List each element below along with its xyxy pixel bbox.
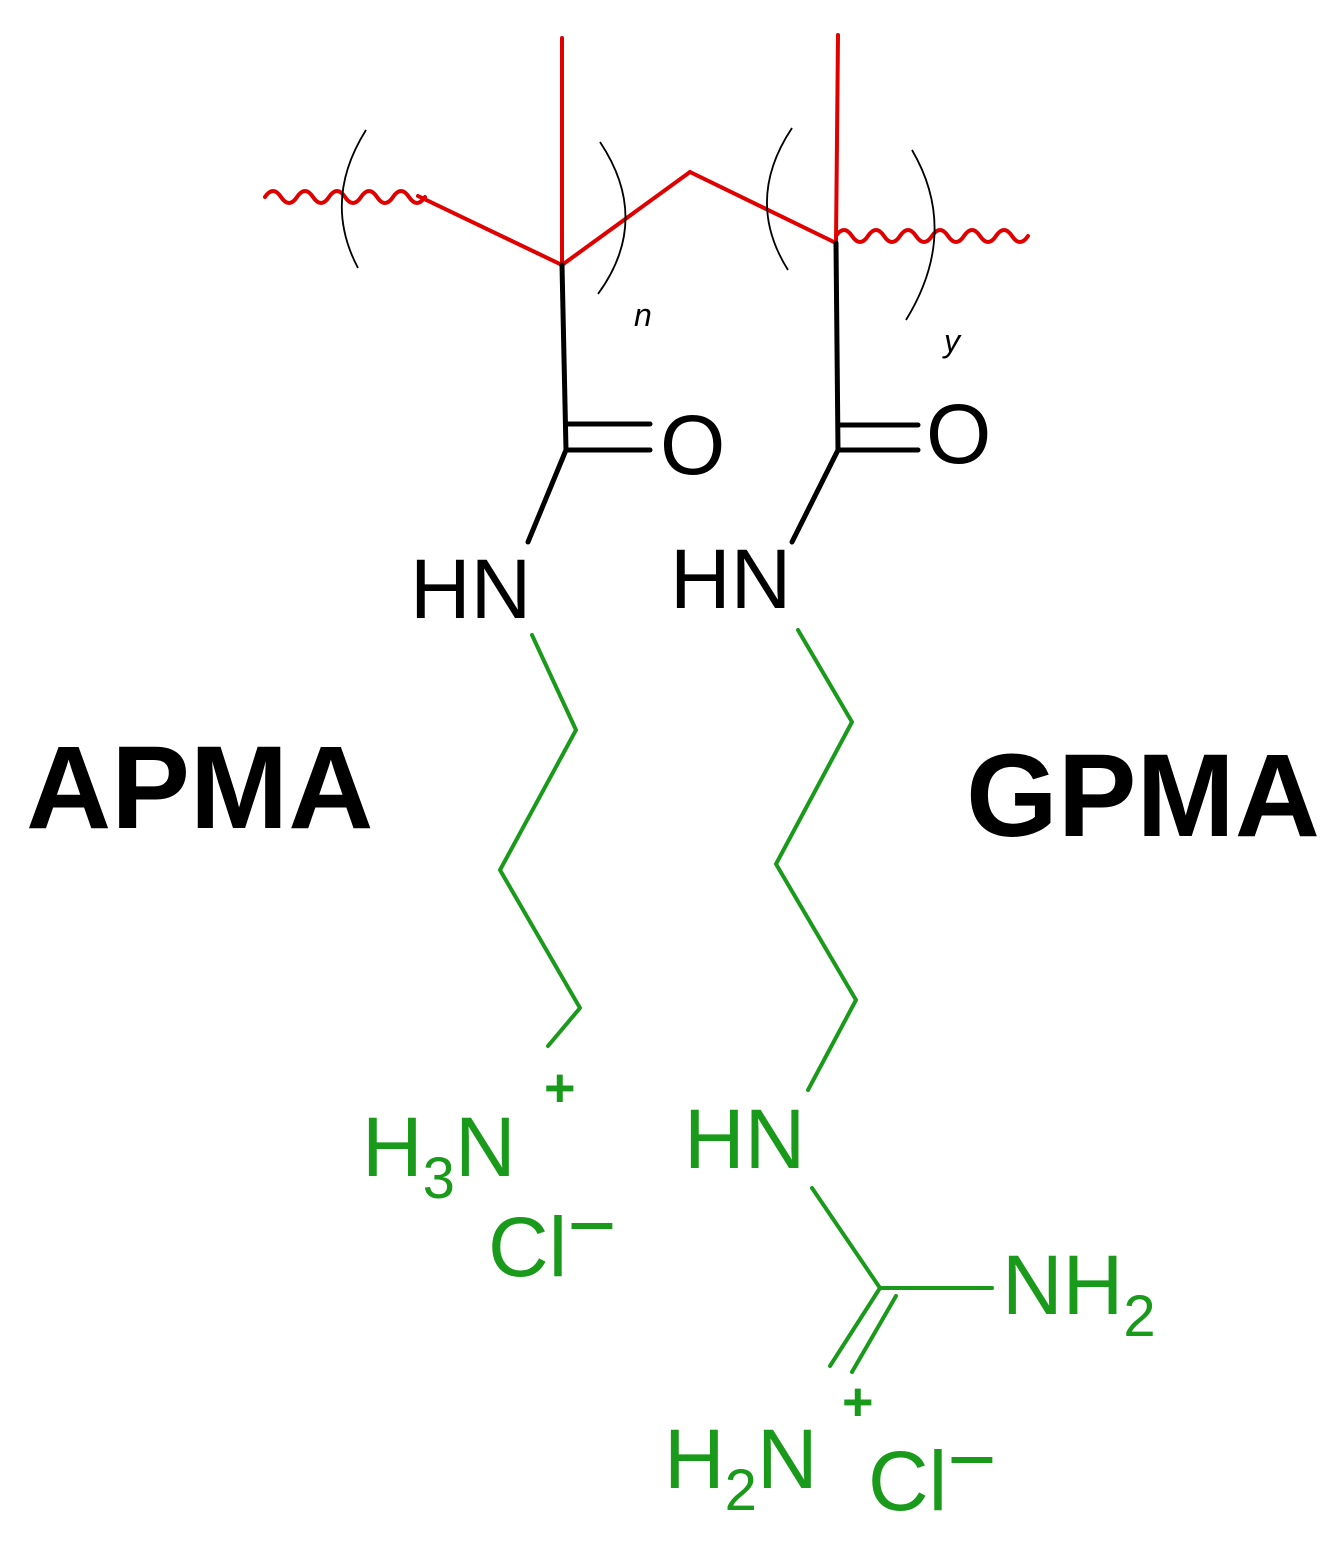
- apma-carbonyl-oxygen: O: [660, 398, 725, 492]
- wavy-bond-left: [263, 189, 427, 205]
- gpma-iminium-n: N: [757, 1412, 818, 1506]
- gpma-carbonyl-oxygen: O: [926, 387, 991, 481]
- gpma-positive-charge: +: [842, 1372, 874, 1432]
- subscript-n: n: [634, 297, 652, 333]
- apma-amide-nh: HN: [410, 542, 531, 636]
- backbone: [263, 33, 1030, 267]
- bracket-open-y: [766, 127, 793, 271]
- gpma-nh2-nh: NH: [1002, 1238, 1123, 1332]
- apma-positive-charge: +: [544, 1058, 576, 1118]
- gpma-guanidine-nh: HN: [684, 1092, 805, 1186]
- gpma-counterion: Cl−: [868, 1412, 996, 1528]
- gpma-iminium-h: H: [664, 1412, 725, 1506]
- repeat-brackets: [340, 127, 936, 321]
- gpma-iminium-subscript: 2: [725, 1458, 757, 1523]
- apma-c-carbonyl-bond: [559, 262, 569, 453]
- amide-bonds: [525, 240, 921, 545]
- apma-amine-label: H3N: [362, 1100, 516, 1211]
- bracket-close-y: [905, 149, 936, 321]
- apma-amine-h: H: [362, 1100, 423, 1194]
- apma-amine-subscript: 3: [423, 1146, 455, 1211]
- backbone-bond-1: [416, 194, 564, 267]
- guanidine-double-bond-a: [828, 1286, 882, 1368]
- apma-label: APMA: [26, 722, 373, 854]
- gpma-label: GPMA: [966, 730, 1320, 862]
- apma-ammonium-group: H3N + Cl−: [362, 1058, 616, 1294]
- bracket-close-n: [597, 141, 627, 295]
- apma-propyl-chain: [498, 633, 582, 1048]
- gpma-carbonyl-n-bond: [789, 447, 841, 545]
- apma-amine-n: N: [455, 1100, 516, 1194]
- side-chain-bonds: [498, 628, 994, 1374]
- gpma-guanidinium-group: HN NH2 H2N + Cl−: [664, 1092, 1156, 1528]
- guanidine-hn-c-bond: [810, 1186, 882, 1290]
- guanidine-double-bond-b: [850, 1294, 898, 1374]
- gpma-chloride-charge: −: [947, 1412, 996, 1506]
- apma-chloride-charge: −: [567, 1178, 616, 1272]
- gpma-nh2-label: NH2: [1002, 1238, 1156, 1349]
- subscript-y: y: [942, 323, 962, 359]
- gpma-amide-nh: HN: [670, 532, 791, 626]
- apma-chloride: Cl: [488, 1200, 567, 1294]
- methyl-bond-gpma: [834, 33, 840, 245]
- bracket-open-n: [340, 129, 367, 269]
- backbone-bond-3: [688, 170, 838, 245]
- apma-carbonyl-n-bond: [525, 447, 569, 545]
- apma-counterion: Cl−: [488, 1178, 616, 1294]
- gpma-c-carbonyl-bond: [833, 240, 841, 453]
- gpma-nh2-subscript: 2: [1123, 1284, 1155, 1349]
- gpma-propyl-chain: [774, 628, 858, 1092]
- wavy-bond-right: [834, 228, 1030, 244]
- gpma-iminium-label: H2N: [664, 1412, 818, 1523]
- gpma-chloride: Cl: [868, 1434, 947, 1528]
